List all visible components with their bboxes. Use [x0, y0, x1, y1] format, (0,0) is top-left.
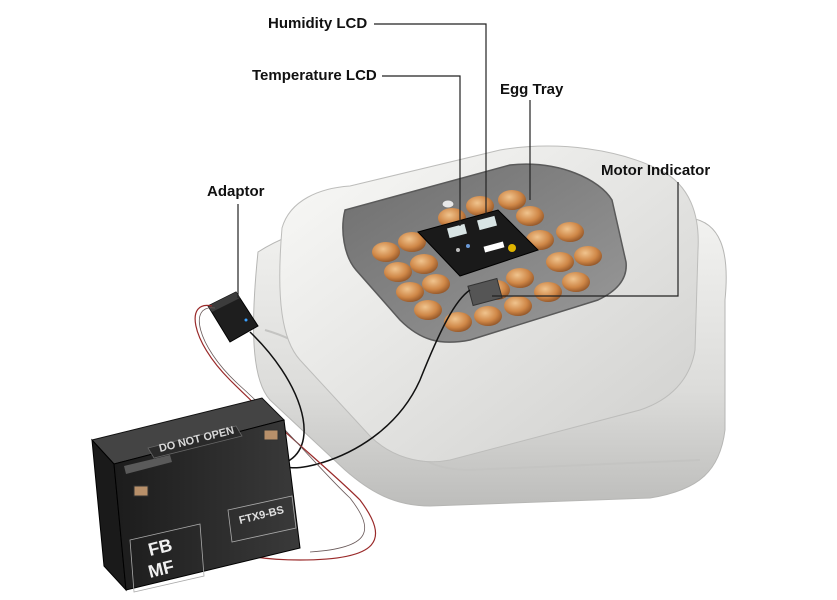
temperature-lcd-label: Temperature LCD: [252, 67, 377, 84]
humidity-lcd-screen: [477, 215, 497, 231]
adaptor-label: Adaptor: [207, 183, 265, 200]
callout-lines: [237, 23, 679, 298]
battery: [91, 397, 301, 593]
adaptor-led-icon: [244, 318, 248, 322]
motor-indicator-label: Motor Indicator: [601, 162, 711, 179]
temperature-lcd-leader: [382, 75, 461, 226]
control-panel: [417, 209, 539, 307]
humidity-lcd-leader: [374, 23, 487, 214]
chick-logo-icon: [508, 244, 516, 252]
temperature-lcd-screen: [447, 223, 467, 239]
motor-indicator-leader: [492, 182, 679, 297]
motor-unit: [467, 277, 503, 307]
adaptor: [207, 291, 259, 343]
egg-tray-eggs: [372, 190, 602, 332]
humidity-lcd-label: Humidity LCD: [268, 15, 368, 32]
egg-tray-label: Egg Tray: [500, 81, 564, 98]
